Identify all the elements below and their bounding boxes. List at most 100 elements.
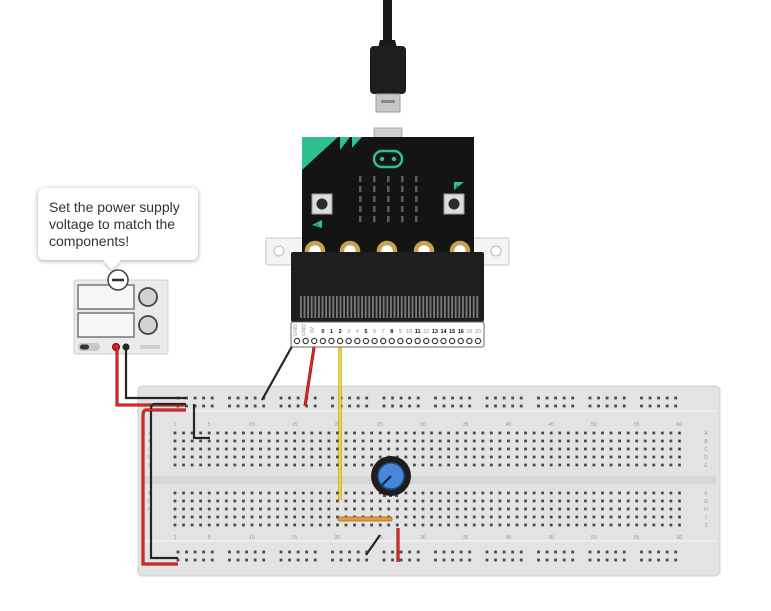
pin-hole[interactable] xyxy=(319,337,327,345)
pin-label: 9 xyxy=(399,329,402,335)
pin-label: 6 xyxy=(373,329,376,335)
pin-hole[interactable] xyxy=(414,337,421,345)
breadboard-holes[interactable] xyxy=(173,396,681,562)
pin-label: 5 xyxy=(364,329,367,335)
pin-label: 0 xyxy=(321,329,324,335)
column-number: 35 xyxy=(463,422,469,428)
terminal-row-9[interactable] xyxy=(173,515,681,519)
row-letter: C xyxy=(704,447,708,453)
column-number: 5 xyxy=(208,535,211,541)
pin-hole[interactable] xyxy=(440,337,447,345)
pin-label: GND xyxy=(302,324,308,336)
terminal-row-7[interactable] xyxy=(173,499,681,503)
column-number: 1 xyxy=(174,422,177,428)
pin-hole[interactable] xyxy=(354,337,361,345)
pin-hole[interactable] xyxy=(379,337,387,345)
column-number: 35 xyxy=(463,535,469,541)
terminal-row-1[interactable] xyxy=(173,431,681,435)
power-supply-tooltip: Set the power supply voltage to match th… xyxy=(38,188,198,270)
usb-cable-icon[interactable] xyxy=(370,0,406,113)
power-supply-icon[interactable] xyxy=(73,269,169,355)
led xyxy=(415,176,418,182)
led xyxy=(387,176,390,182)
breadboard[interactable]: 1155101015152020252530303535404045455050… xyxy=(137,385,721,577)
pin-label: 11 xyxy=(415,329,421,335)
pin-hole[interactable] xyxy=(423,337,430,345)
column-number: 30 xyxy=(420,535,426,541)
terminal-row-5[interactable] xyxy=(173,463,681,467)
led xyxy=(401,196,404,202)
pin-hole[interactable] xyxy=(474,337,482,345)
wire-black-jumper[interactable] xyxy=(192,404,210,440)
wire-black-pot-gnd[interactable] xyxy=(365,534,381,556)
pin-hole[interactable] xyxy=(457,337,464,345)
pin-hole[interactable] xyxy=(448,337,456,345)
pin-label: 15 xyxy=(449,329,455,335)
column-number: 15 xyxy=(292,535,298,541)
column-number: 55 xyxy=(634,535,640,541)
pin-hole[interactable] xyxy=(328,337,335,345)
column-number: 10 xyxy=(249,422,255,428)
pin-hole[interactable] xyxy=(371,337,378,345)
wire-black-supply-top[interactable] xyxy=(124,347,186,400)
pin-hole[interactable] xyxy=(345,337,352,345)
pin-hole[interactable] xyxy=(336,337,344,345)
terminal-row-8[interactable] xyxy=(173,507,681,511)
row-letter: D xyxy=(704,455,708,461)
led xyxy=(387,196,390,202)
wire-red-rail-bottom[interactable] xyxy=(142,409,186,565)
led xyxy=(401,186,404,192)
edge-pins xyxy=(300,296,479,318)
pin-hole[interactable] xyxy=(302,337,309,345)
terminal-row-6[interactable] xyxy=(173,491,681,495)
edge-connector xyxy=(291,252,484,322)
current-knob[interactable] xyxy=(138,315,158,335)
wire-red-3v[interactable] xyxy=(304,340,316,407)
pin-hole[interactable] xyxy=(362,337,370,345)
pin-hole[interactable] xyxy=(397,337,404,345)
pin-hole[interactable] xyxy=(311,337,318,345)
row-letter: G xyxy=(704,499,708,505)
column-number: 20 xyxy=(335,535,341,541)
potentiometer-icon[interactable] xyxy=(371,456,411,497)
led xyxy=(401,176,404,182)
terminal-row-4[interactable] xyxy=(173,455,681,459)
wire-black-gnd[interactable] xyxy=(261,340,296,401)
led xyxy=(373,206,376,212)
row-letter: I xyxy=(705,515,706,521)
power-rail-row-4[interactable] xyxy=(176,558,678,562)
power-rail-row-2[interactable] xyxy=(176,404,678,408)
pin-hole[interactable] xyxy=(388,337,396,345)
wires[interactable] xyxy=(115,340,400,566)
led xyxy=(401,206,404,212)
voltage-display xyxy=(77,284,135,310)
pin-label: 3V xyxy=(310,326,316,333)
power-rail-row-3[interactable] xyxy=(176,550,678,554)
pin-hole[interactable] xyxy=(293,337,301,345)
breakout-pin-holes[interactable] xyxy=(293,337,482,345)
led xyxy=(359,196,362,202)
terminal-row-3[interactable] xyxy=(173,447,681,451)
row-letter: H xyxy=(704,507,708,513)
button-b[interactable] xyxy=(443,193,465,215)
pin-hole[interactable] xyxy=(405,337,413,345)
column-number: 30 xyxy=(420,422,426,428)
pin-hole[interactable] xyxy=(466,337,473,345)
terminal-row-2[interactable] xyxy=(173,439,681,443)
led xyxy=(387,206,390,212)
column-number: 45 xyxy=(548,422,554,428)
voltage-knob[interactable] xyxy=(138,287,158,307)
resistor-icon[interactable] xyxy=(337,516,393,522)
row-letter: E xyxy=(704,463,708,469)
row-letter: A xyxy=(704,431,708,437)
led xyxy=(373,186,376,192)
terminal-row-10[interactable] xyxy=(173,523,681,527)
button-a[interactable] xyxy=(311,193,333,215)
microbit-logo-corner xyxy=(302,137,338,170)
pin-hole[interactable] xyxy=(431,337,439,345)
pin-label: 19 xyxy=(466,329,472,335)
power-rail-row-1[interactable] xyxy=(176,396,678,400)
